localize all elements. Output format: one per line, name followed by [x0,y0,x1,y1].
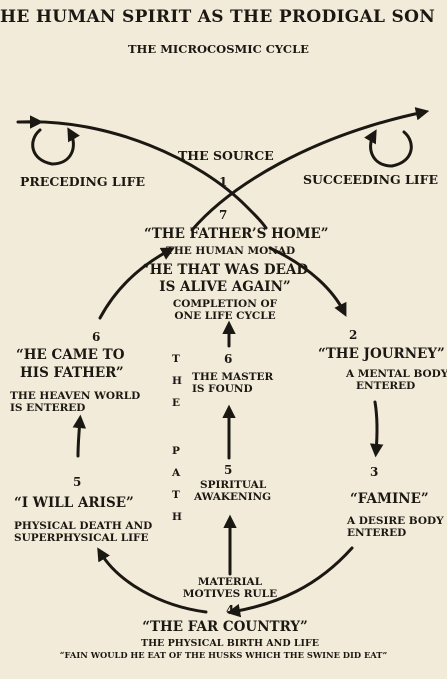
journey-quote: “THE JOURNEY” [318,346,445,362]
fathers-home-quote: “THE FATHER’S HOME” [144,226,329,242]
succeeding-line [190,107,430,232]
left-5-number: 5 [73,475,82,489]
heaven-world-label-1: THE HEAVEN WORLD [10,390,141,402]
arrow-3-to-4 [226,546,354,618]
physical-death-label-2: SUPERPHYSICAL LIFE [14,532,149,544]
famine-quote: “FAMINE” [350,491,429,507]
center-6-number: 6 [224,352,233,366]
page-title: HE HUMAN SPIRIT AS THE PRODIGAL SON [0,7,436,27]
path-letter: H [172,511,182,523]
path-letter: T [172,489,180,501]
arrow-2-to-3 [369,400,384,458]
preceding-life-label: PRECEDING LIFE [20,174,145,189]
material-motives-label-1: MATERIAL [197,576,263,588]
arrow-5-to-6 [72,414,87,458]
source-number: 1 [219,175,228,189]
heaven-world-label-2: IS ENTERED [10,402,86,414]
material-motives-label-2: MOTIVES RULE [182,588,278,600]
path-letter: A [172,467,181,479]
came-to-father-quote-1: “HE CAME TO [16,347,125,363]
path-letter: H [172,375,182,387]
physical-death-label-1: PHYSICAL DEATH AND [14,520,153,532]
physical-birth-label: THE PHYSICAL BIRTH AND LIFE [141,638,319,649]
right-3-number: 3 [370,465,379,479]
spiritual-awakening-label-1: SPIRITUAL [200,479,267,491]
completion-label-2: ONE LIFE CYCLE [174,310,276,322]
far-country-quote: “THE FAR COUNTRY” [142,619,308,635]
human-monad-label: THE HUMAN MONAD [166,245,296,257]
mental-body-label-1: A MENTAL BODY [346,368,447,380]
path-letter: E [172,397,181,409]
preceding-line [18,120,268,230]
desire-body-label-2: ENTERED [347,527,407,539]
succeeding-life-label: SUCCEEDING LIFE [303,172,439,187]
node-7-number: 7 [219,208,228,222]
preceding-loop [31,127,80,166]
desire-body-label-1: A DESIRE BODY [347,515,444,527]
came-to-father-quote-2: HIS FATHER” [20,365,124,381]
arrow-6-to-7 [98,247,175,320]
succeeding-loop [364,129,413,168]
path-letter: P [172,445,180,457]
bottom-4-number: 4 [226,603,235,617]
arrow-7-to-2 [268,246,347,317]
master-found-label-1: THE MASTER [192,371,274,383]
husks-quote: “FAIN WOULD HE EAT OF THE HUSKS WHICH TH… [59,650,388,660]
mental-body-label-2: ENTERED [356,380,416,392]
center-5-number: 5 [224,463,233,477]
will-arise-quote: “I WILL ARISE” [14,495,134,511]
completion-label-1: COMPLETION OF [172,298,278,310]
alive-again-quote-2: IS ALIVE AGAIN” [159,279,291,295]
source-label: THE SOURCE [178,148,274,163]
spiritual-awakening-label-2: AWAKENING [194,491,272,503]
master-found-label-2: IS FOUND [192,383,253,395]
alive-again-quote-1: “HE THAT WAS DEAD [141,262,309,278]
left-6-number: 6 [92,330,101,344]
right-2-number: 2 [349,328,358,342]
path-letter: T [172,353,180,365]
arrow-4-to-5 [97,547,208,614]
page-subtitle: THE MICROCOSMIC CYCLE [128,42,309,56]
